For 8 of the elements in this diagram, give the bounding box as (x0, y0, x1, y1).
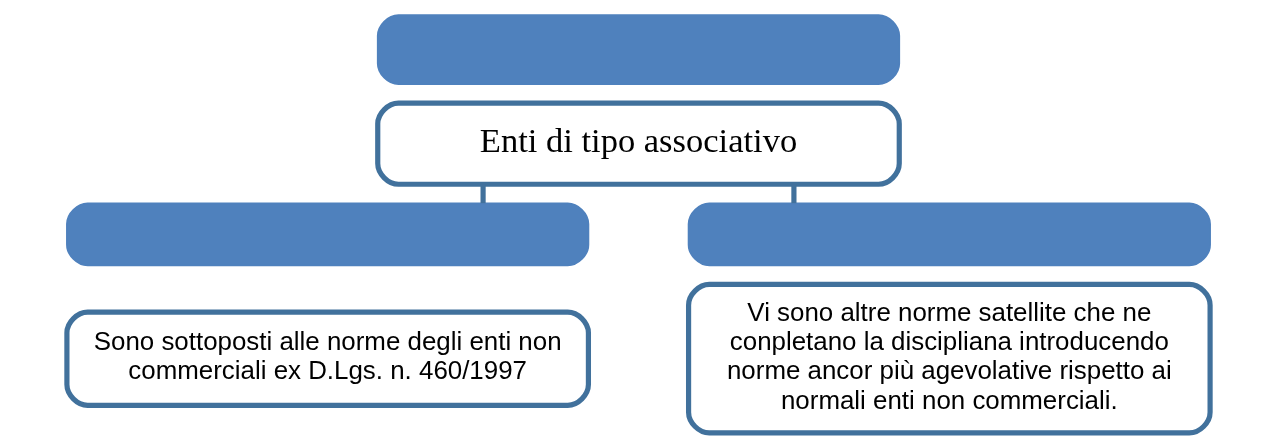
connector (791, 184, 797, 204)
node-box (376, 14, 901, 85)
node-box: Sono sottoposti alle norme degli enti non commerciali ex D.Lgs. n. 460/1997 (64, 309, 591, 408)
node-box (687, 202, 1211, 267)
node-box: Vi sono altre norme satellite che ne conpletano la discipliana introducendo norme ancor più agevolative rispetto ai normali enti non commerciali. (686, 281, 1213, 436)
node-box: Enti di tipo associativo (375, 100, 902, 187)
node-box (66, 202, 590, 267)
connector (480, 184, 486, 204)
